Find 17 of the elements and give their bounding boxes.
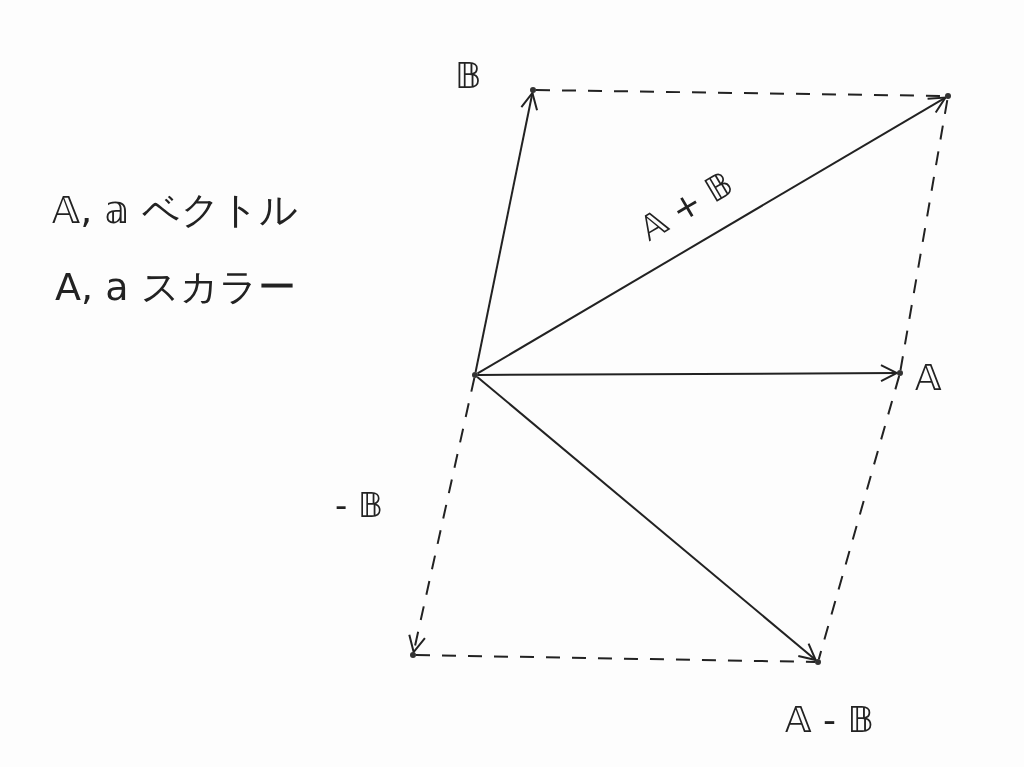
arrow bbox=[476, 96, 947, 375]
dashed-arrow bbox=[408, 376, 476, 654]
vector-point bbox=[530, 87, 536, 93]
arrow bbox=[476, 375, 817, 662]
vector-point bbox=[945, 93, 951, 99]
vector-label: 𝔸 bbox=[915, 360, 942, 396]
arrow bbox=[474, 91, 539, 374]
note-text: 𝔸, 𝕒 ベクトル bbox=[52, 188, 298, 234]
vector-point bbox=[410, 652, 416, 658]
edge-label: 𝔸 + 𝔹 bbox=[633, 164, 740, 247]
arrow bbox=[477, 364, 898, 383]
note-text: A, a スカラー bbox=[55, 265, 296, 311]
vector-label: 𝔹 bbox=[455, 58, 482, 94]
vector-point bbox=[472, 372, 478, 378]
vector-point bbox=[897, 370, 903, 376]
vector-label: 𝔸 - 𝔹 bbox=[785, 702, 874, 738]
vector-point bbox=[815, 659, 821, 665]
